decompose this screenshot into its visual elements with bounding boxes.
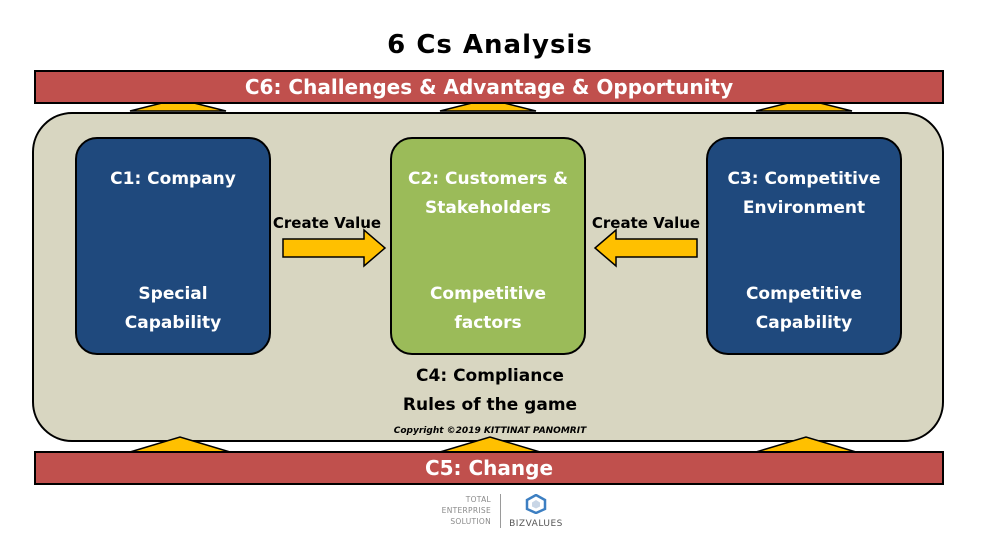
logo-divider (500, 494, 501, 528)
c4-title: C4: Compliance (416, 366, 564, 386)
c6-bar: C6: Challenges & Advantage & Opportunity (34, 70, 944, 104)
bizvalues-logo-icon (525, 493, 547, 515)
create-value-label-right: Create Value (591, 214, 701, 232)
c1-title: C1: Company (110, 169, 236, 189)
c2-subtitle-line2: factors (454, 313, 522, 333)
c2-customers-box: C2: Customers & Stakeholders Competitive… (390, 137, 586, 355)
c1-subtitle-line2: Capability (124, 313, 222, 333)
c1-company-box: C1: Company Special Capability (75, 137, 271, 355)
logo-brand-text: BIZVALUES (509, 519, 563, 529)
c3-title-line2: Environment (742, 198, 866, 218)
c5-bar: C5: Change (34, 451, 944, 485)
c1-subtitle-line1: Special (138, 284, 208, 304)
logo-tagline-line2: ENTERPRISE (441, 506, 491, 515)
diagram-title: 6 Cs Analysis (387, 30, 593, 60)
c2-title-line2: Stakeholders (424, 198, 552, 218)
c2-subtitle-line1: Competitive (429, 284, 547, 304)
c4-subtitle: Rules of the game (402, 395, 578, 415)
create-value-label-left: Create Value (272, 214, 382, 232)
c3-title: C3: Competitive (727, 169, 881, 189)
logo-tagline-line3: SOLUTION (450, 517, 491, 526)
logo-tagline-line1: TOTAL (465, 495, 491, 504)
logo-tagline: TOTAL ENTERPRISE SOLUTION (405, 494, 491, 527)
bizvalues-logo: BIZVALUES (506, 493, 566, 529)
c3-subtitle-line1: Competitive (745, 284, 863, 304)
c3-competitive-box: C3: Competitive Environment Competitive … (706, 137, 902, 355)
c2-title: C2: Customers & (407, 169, 568, 189)
c3-subtitle-line2: Capability (755, 313, 853, 333)
copyright-notice: Copyright ©2019 KITTINAT PANOMRIT (393, 426, 587, 436)
